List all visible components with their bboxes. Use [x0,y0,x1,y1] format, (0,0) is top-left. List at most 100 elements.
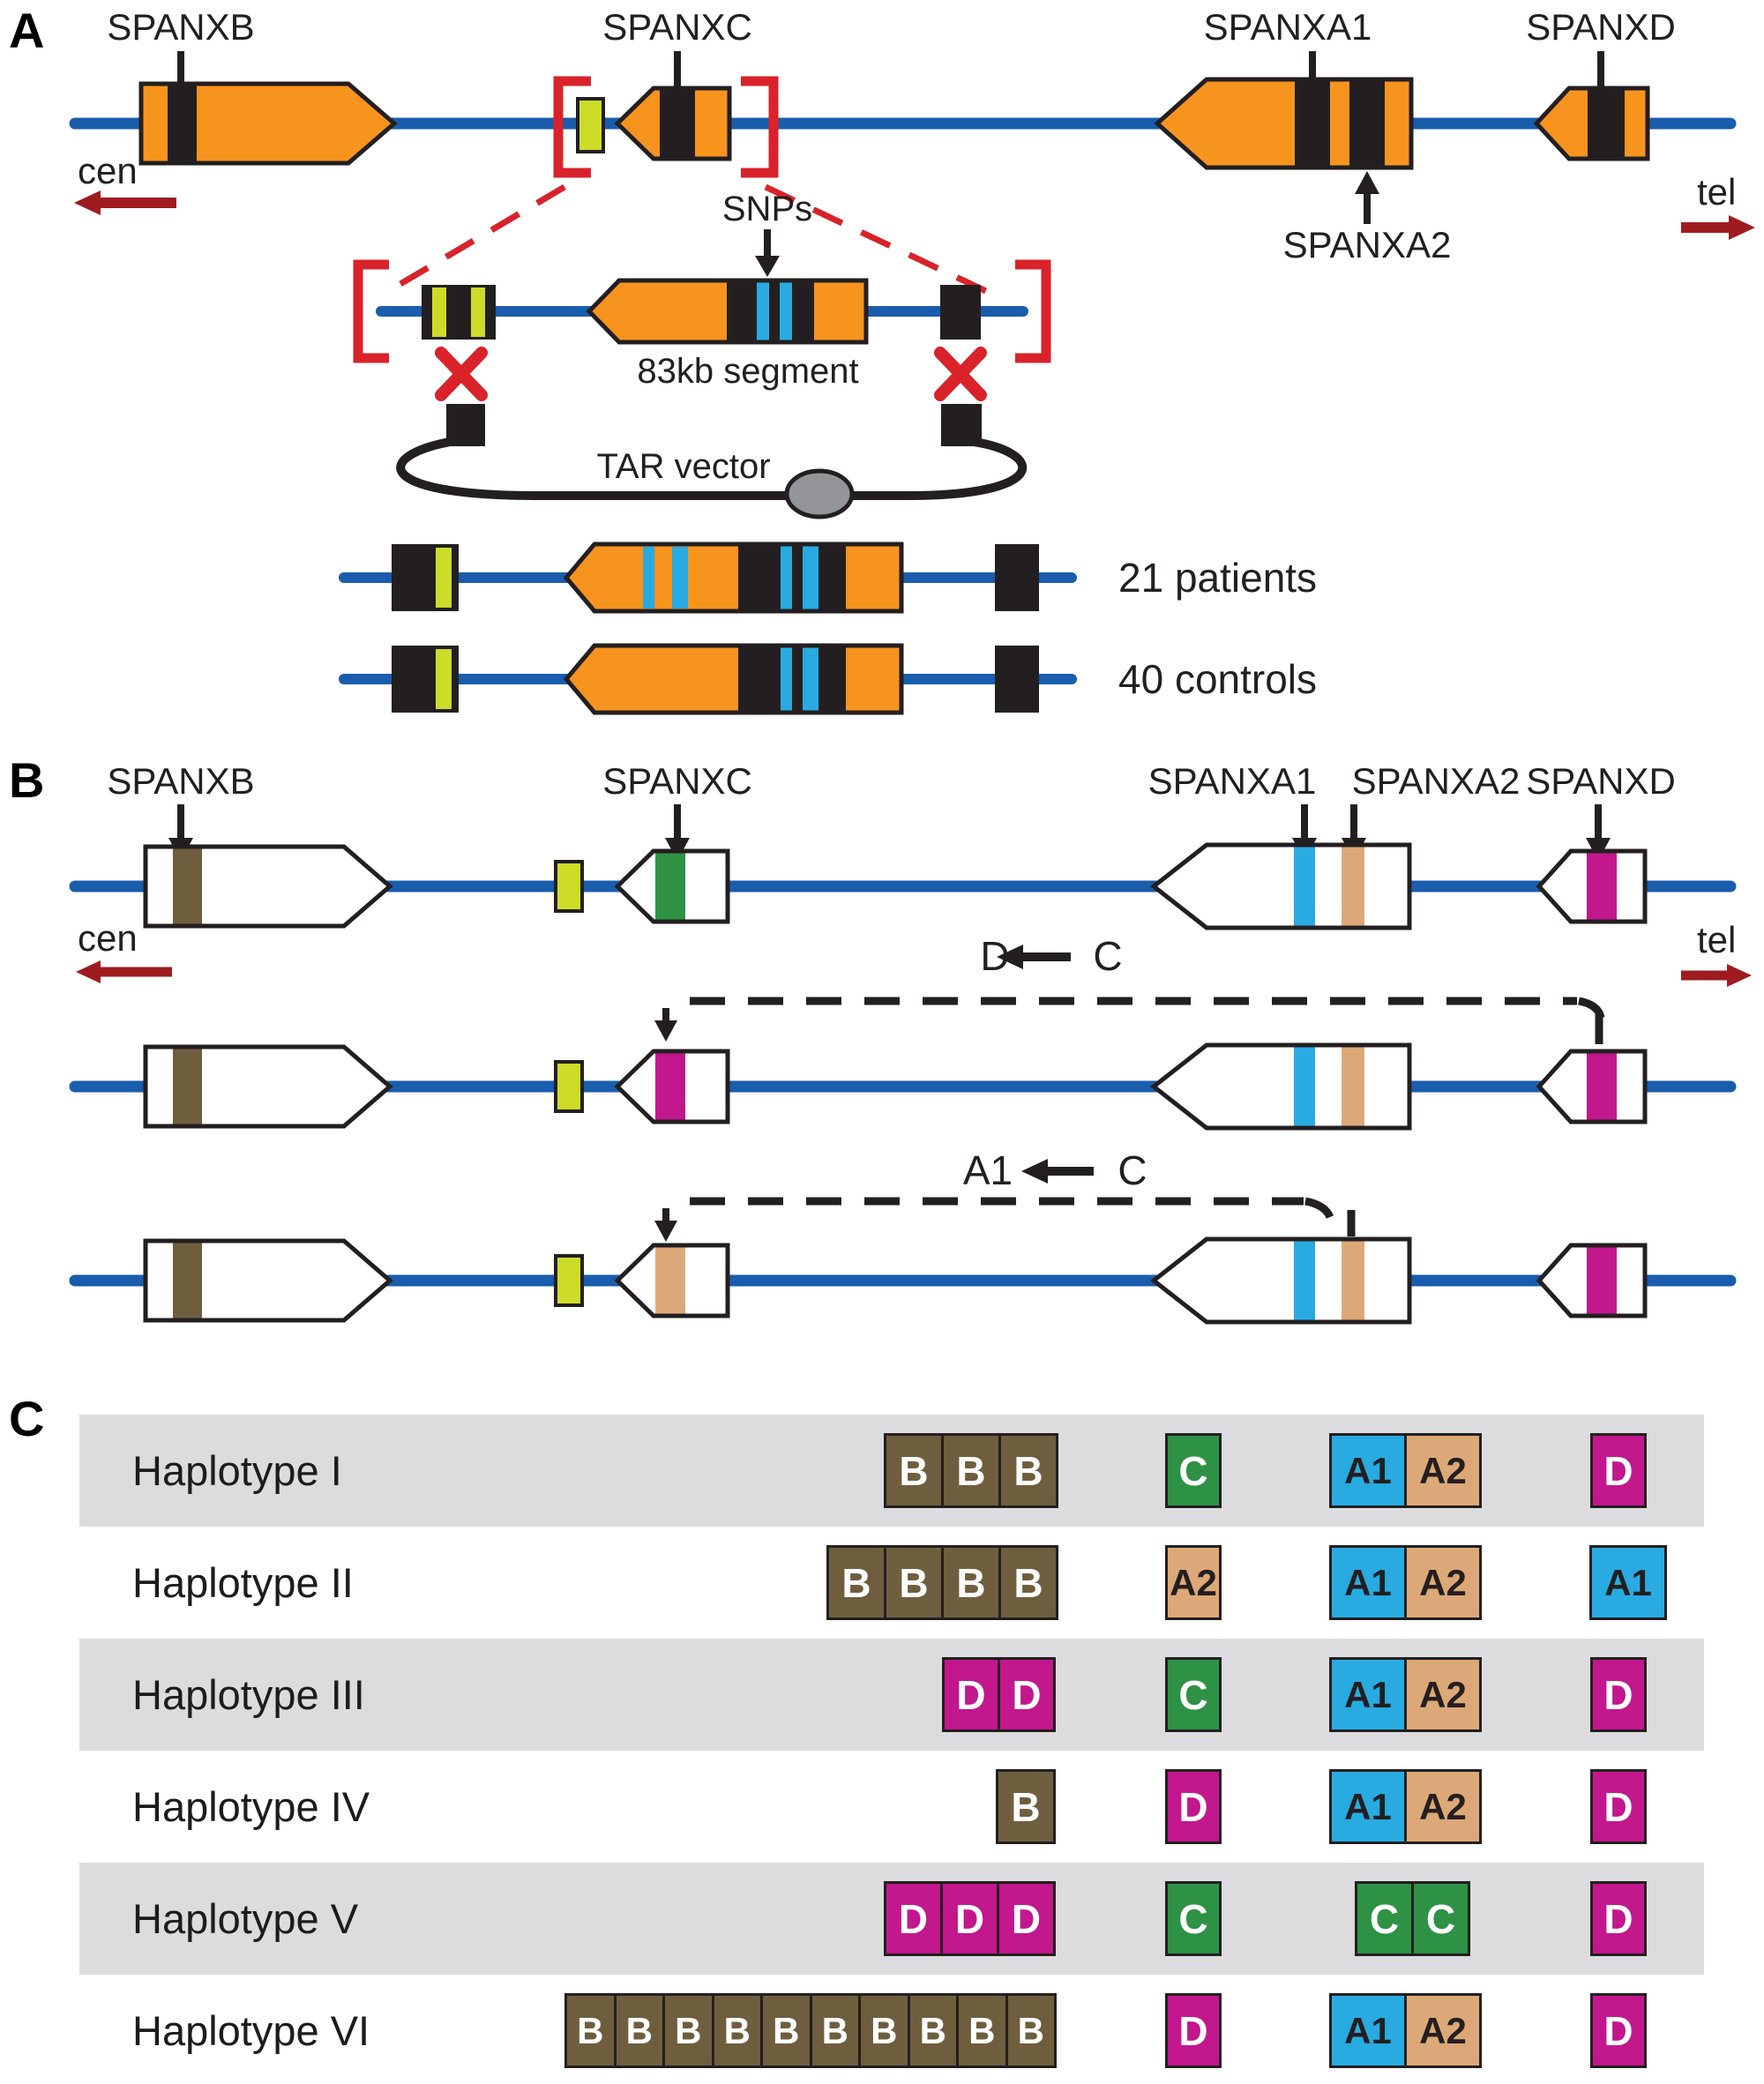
haplotype-label: Haplotype I [132,1447,342,1494]
haplotype-cell: D [940,1881,999,1956]
vector-origin-icon [784,468,855,519]
recombination-x-right-icon [934,347,987,401]
haplotype-cell: B [998,1545,1058,1620]
haplotype-cell: B [907,1993,959,2068]
haplotype-cell: A1 [1329,1657,1407,1732]
spanxb-label: SPANXB [107,760,254,802]
spanxa-gene [1154,77,1414,170]
panel-a: SPANXB SPANXC SPANXA1 SPANXD SPANXA2 cen… [69,6,1755,715]
spanxa2-allele-band [1342,847,1364,926]
conversion1-source: C [1093,933,1122,979]
spanxd-allele-band [1587,853,1617,920]
haplotype-cell: C [1165,1657,1222,1732]
haplotype-cell: D [1165,1993,1222,2068]
tar-vector-label: TAR vector [596,447,770,486]
snps-label: SNPs [722,190,812,228]
haplotype-cell: D [942,1657,1000,1732]
haplotype-cell: B [613,1993,665,2068]
spanxc-arrow-icon [665,51,690,108]
haplotype-cell: A2 [1404,1993,1482,2068]
haplotype-cell: A2 [1404,1545,1482,1620]
conversion2-arrow-icon [1021,1159,1094,1184]
zoom-connector-right [764,183,991,296]
controls-label: 40 controls [1118,656,1317,702]
haplotype-cell: A1 [1329,1433,1407,1508]
haplotype-cell: B [998,1433,1058,1508]
haplotype-label: Haplotype II [132,1559,354,1606]
inset-left-hook-box [422,285,496,340]
haplotype-row-c-to-d [69,1042,1737,1131]
spanxa1-arrow-icon [1300,51,1325,108]
spanxc-converted-band [655,1247,685,1314]
conversion2-source: C [1117,1147,1147,1193]
spanxb-label: SPANXB [107,6,254,48]
spanxa1-label: SPANXA1 [1148,760,1317,802]
haplotype-cell: A1 [1589,1545,1667,1620]
tel-arrow-icon [1681,215,1755,240]
cen-label: cen [78,150,138,191]
haplotype-cell: A2 [1404,1769,1482,1844]
haplotype-cell: D [1590,1993,1647,2068]
patients-label: 21 patients [1118,555,1317,601]
spanxd-label: SPANXD [1526,760,1676,802]
recombination-x-left-icon [435,347,488,401]
haplotype-cell: B [1005,1993,1057,2068]
haplotype-cell: B [662,1993,714,2068]
tar-hook-right [941,404,982,446]
snp-stripe [757,282,769,340]
haplotype-cell: B [760,1993,812,2068]
inset-bracket-right-icon [1015,259,1051,363]
haplotype-cell: B [564,1993,617,2068]
spanxd-label: SPANXD [1526,6,1676,48]
cen-arrow-icon [74,190,176,215]
spanxc-allele-band [655,853,685,920]
conversion2-target: A1 [963,1147,1013,1193]
cen-label: cen [78,917,138,959]
haplotype-cell: D [884,1881,943,1956]
patients-construct: 21 patients [339,542,1317,614]
spanxa2-label: SPANXA2 [1283,224,1452,265]
yellow-repeat-element [576,97,605,153]
bracket-left-icon [553,76,591,178]
haplotype-cell: D [1165,1769,1222,1844]
spanxd-band [1588,90,1625,157]
panel-c-letter: C [9,1391,45,1446]
haplotype-label: Haplotype VI [132,2007,370,2054]
snps-arrow-icon [755,229,780,277]
haplotype-cell: A2 [1404,1433,1482,1508]
haplotype-cell: B [941,1545,1001,1620]
zoom-connector-left [384,183,566,296]
spanxa2-band [1349,81,1385,166]
panel-b: SPANXB SPANXC SPANXA1 SPANXA2 SPANXD cen… [69,760,1752,1325]
spanxb-arrow-icon [168,51,193,108]
spanxc-label: SPANXC [602,6,752,48]
haplotype-row-c-to-a [69,1236,1737,1325]
spanxc-label: SPANXC [602,760,752,802]
conversion1-arrow-icon [997,945,1071,969]
haplotype-cell: A1 [1329,1769,1407,1844]
haplotype-cell: A1 [1329,1993,1407,2068]
haplotype-cell: A2 [1165,1545,1222,1620]
spanxd-gene [1533,86,1650,161]
haplotype-cell: D [1590,1657,1647,1732]
controls-construct: 40 controls [339,643,1317,715]
spanxa1-allele-band [1294,847,1315,926]
inset-right-hook-box [940,285,981,340]
haplotype-cell: B [884,1545,944,1620]
haplotype-row-reference [69,842,1737,930]
haplotype-cell: C [1165,1433,1222,1508]
haplotype-cell: C [1355,1881,1414,1956]
haplotype-cell: B [826,1545,886,1620]
haplotype-cell: B [809,1993,861,2068]
haplotype-cell: A1 [1329,1545,1407,1620]
spanxa2-arrow-icon [1355,171,1379,224]
tel-label: tel [1697,171,1736,213]
haplotype-cell: B [711,1993,763,2068]
panel-b-letter: B [9,752,45,808]
spanxb-allele-band [173,848,202,924]
